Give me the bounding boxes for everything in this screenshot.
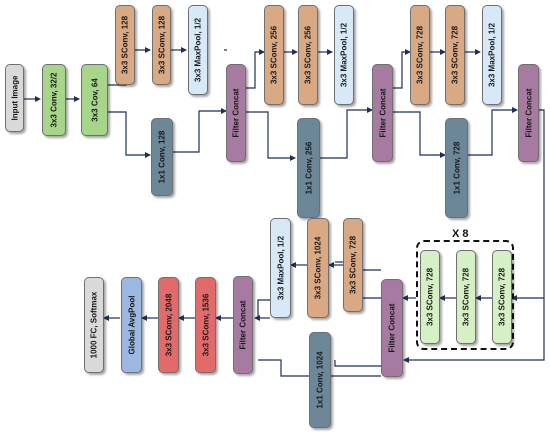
fc-softmax-block: 1000 FC, Softmax	[84, 277, 104, 373]
conv2-label: 3x3 Cov, 64	[90, 78, 99, 122]
m-sconv-c-block: 3x3 SConv, 728	[420, 250, 440, 344]
repeat-count-label: X 8	[452, 228, 469, 240]
x-conv1x1-label: 1x1 Conv, 1024	[315, 351, 325, 409]
e3-sconv-a-label: 3x3 SConv, 728	[415, 25, 425, 85]
x-maxpool-block: 3x3 MaxPool, 1/2	[270, 218, 291, 318]
e1-sconv-b-label: 3x3 SConv, 128	[157, 15, 166, 75]
conv1-label: 3x3 Conv, 32/2	[49, 72, 59, 128]
e3-sconv-a-block: 3x3 SConv, 728	[410, 5, 430, 105]
e3-concat-label: Filter Concat	[524, 88, 533, 138]
e3-maxpool-block: 3x3 MaxPool, 1/2	[482, 5, 502, 105]
e1-concat-block: Filter Concat	[226, 64, 246, 162]
e2-conv1x1-block: 1x1 Conv, 256	[297, 118, 320, 218]
e1-maxpool-block: 3x3 MaxPool, 1/2	[188, 5, 208, 95]
m-sconv-a-block: 3x3 SConv, 728	[492, 250, 512, 344]
fc-softmax-label: 1000 FC, Softmax	[89, 291, 99, 359]
x-sconv-2048-label: 3x3 SConv, 2048	[164, 293, 173, 357]
conv1-block: 3x3 Conv, 32/2	[42, 64, 66, 136]
input-image-label: Input Image	[10, 75, 19, 121]
x-sconv-728-block: 3x3 SConv, 728	[343, 218, 363, 312]
x-sconv-1536-block: 3x3 SConv, 1536	[195, 277, 216, 373]
e2-sconv-a-label: 3x3 SConv, 256	[269, 25, 279, 85]
e2-concat-block: Filter Concat	[372, 64, 393, 162]
m-concat-block: Filter Concat	[381, 279, 403, 377]
e3-maxpool-label: 3x3 MaxPool, 1/2	[487, 22, 497, 88]
e2-sconv-b-block: 3x3 SConv, 256	[298, 5, 318, 105]
e1-maxpool-label: 3x3 MaxPool, 1/2	[193, 17, 203, 83]
m-sconv-b-label: 3x3 SConv, 728	[461, 267, 471, 327]
e2-maxpool-block: 3x3 MaxPool, 1/2	[334, 5, 354, 105]
e1-sconv-a-block: 3x3 SConv, 128	[115, 5, 135, 85]
e1-sconv-b-block: 3x3 SConv, 128	[152, 5, 171, 85]
m-sconv-b-block: 3x3 SConv, 728	[456, 250, 476, 344]
e2-concat-label: Filter Concat	[378, 88, 387, 138]
e1-conv1x1-block: 1x1 Conv, 128	[151, 118, 173, 196]
x-sconv-2048-block: 3x3 SConv, 2048	[158, 277, 179, 373]
m-sconv-a-label: 3x3 SConv, 728	[497, 267, 507, 327]
e1-conv1x1-label: 1x1 Conv, 128	[157, 130, 167, 184]
e3-conv1x1-label: 1x1 Conv, 728	[452, 141, 461, 195]
x-concat-label: Filter Concat	[238, 300, 248, 350]
x-sconv-728-label: 3x3 SConv, 728	[348, 235, 358, 295]
e3-sconv-b-block: 3x3 SConv, 728	[445, 5, 465, 105]
e2-conv1x1-label: 1x1 Conv, 256	[304, 141, 313, 195]
e3-concat-block: Filter Concat	[518, 64, 539, 162]
m-concat-label: Filter Concat	[387, 303, 397, 353]
x-conv1x1-block: 1x1 Conv, 1024	[309, 332, 331, 428]
global-avgpool-label: Global AvgPool	[127, 295, 136, 355]
x-sconv-1024-block: 3x3 SConv, 1024	[307, 218, 329, 318]
e1-concat-label: Filter Concat	[231, 88, 241, 138]
e3-conv1x1-block: 1x1 Conv, 728	[445, 118, 468, 218]
e2-maxpool-label: 3x3 MaxPool, 1/2	[339, 22, 349, 88]
x-sconv-1024-label: 3x3 SConv, 1024	[313, 236, 323, 300]
e1-sconv-a-label: 3x3 SConv, 128	[120, 15, 130, 75]
input-image-block: Input Image	[5, 64, 24, 132]
m-sconv-c-label: 3x3 SConv, 728	[425, 267, 435, 327]
global-avgpool-block: Global AvgPool	[121, 277, 142, 373]
repeat-group-box	[416, 240, 514, 350]
x-maxpool-label: 3x3 MaxPool, 1/2	[276, 235, 285, 301]
x-concat-block: Filter Concat	[233, 276, 253, 374]
e3-sconv-b-label: 3x3 SConv, 728	[450, 25, 460, 85]
x-sconv-1536-label: 3x3 SConv, 1536	[201, 293, 210, 357]
e2-sconv-b-label: 3x3 SConv, 256	[303, 25, 313, 85]
e2-sconv-a-block: 3x3 SConv, 256	[264, 5, 284, 105]
conv2-block: 3x3 Cov, 64	[81, 64, 108, 136]
